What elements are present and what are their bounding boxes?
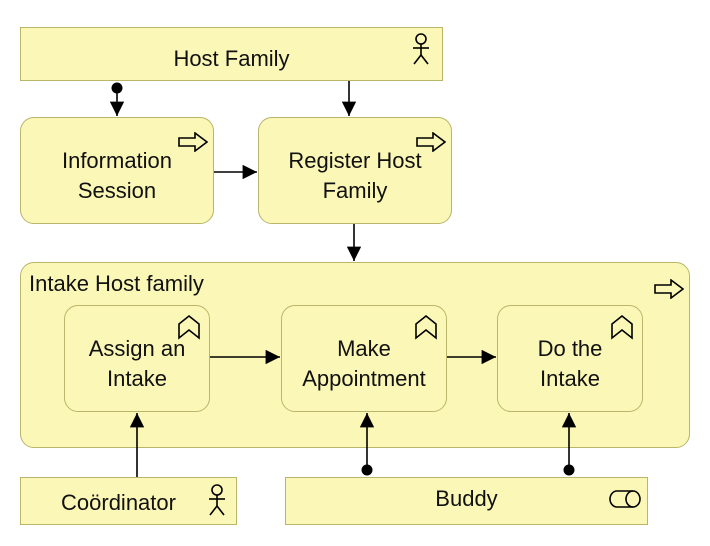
coordinator-label: Coördinator <box>61 490 176 515</box>
make-appointment-function[interactable]: Make Appointment <box>281 305 447 412</box>
information-session-label: Information Session <box>61 147 173 203</box>
function-chevron-icon <box>611 314 633 340</box>
assignment-hostfamily-infosession[interactable] <box>109 82 125 117</box>
service-cylinder-icon <box>609 490 641 508</box>
information-session-process[interactable]: Information Session <box>20 117 214 224</box>
actor-icon <box>413 33 429 65</box>
make-appointment-label: Make Appointment <box>302 335 426 391</box>
function-chevron-icon <box>178 314 200 340</box>
process-arrow-icon <box>654 279 684 299</box>
process-arrow-icon <box>416 132 446 152</box>
function-chevron-icon <box>415 314 437 340</box>
assign-intake-function[interactable]: Assign an Intake <box>64 305 210 412</box>
register-host-family-label: Register Host Family <box>288 147 422 203</box>
assign-intake-label: Assign an Intake <box>88 335 186 391</box>
coordinator-actor[interactable]: Coördinator <box>20 477 237 525</box>
process-arrow-icon <box>178 132 208 152</box>
host-family-actor[interactable]: Host Family <box>20 27 443 81</box>
intake-host-family-label: Intake Host family <box>29 271 204 296</box>
do-intake-label: Do the Intake <box>537 335 603 391</box>
register-host-family-process[interactable]: Register Host Family <box>258 117 452 224</box>
host-family-label: Host Family <box>173 46 290 71</box>
do-intake-function[interactable]: Do the Intake <box>497 305 643 412</box>
buddy-component[interactable]: Buddy <box>285 477 648 525</box>
buddy-label: Buddy <box>435 486 498 511</box>
actor-icon <box>209 484 225 516</box>
